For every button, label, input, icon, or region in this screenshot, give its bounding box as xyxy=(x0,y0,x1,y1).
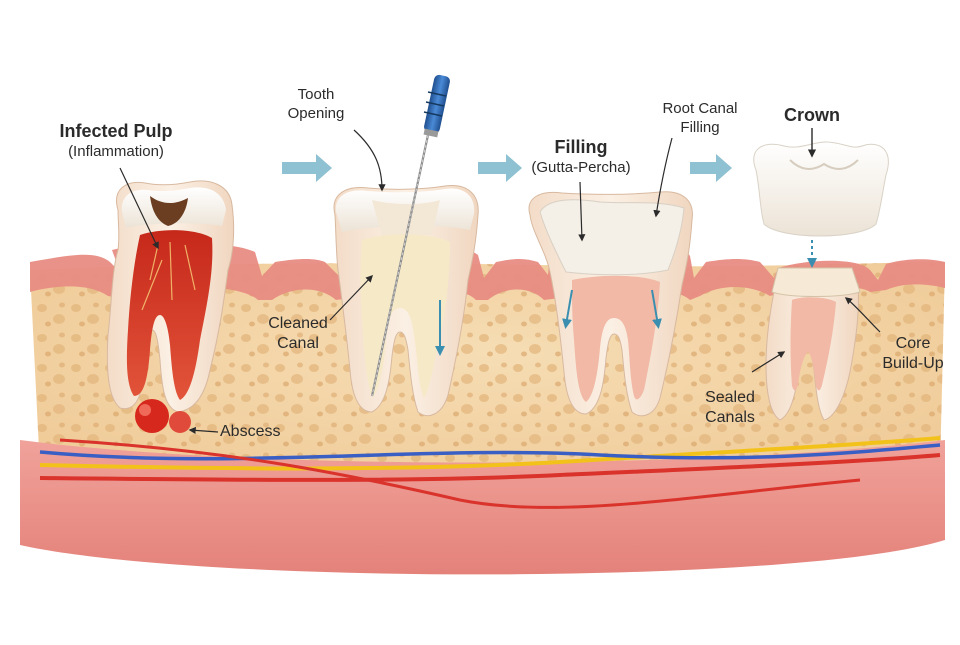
vein-blue xyxy=(39,443,941,461)
endodontic-file-icon xyxy=(370,74,450,397)
core-buildup xyxy=(771,267,861,297)
tooth-cleaned xyxy=(333,185,479,417)
infected-pulp-label: Infected Pulp (Inflammation) xyxy=(36,120,196,161)
progress-arrow-icon xyxy=(690,154,732,182)
crown-label: Crown xyxy=(772,104,852,127)
tooth-filling xyxy=(528,191,693,417)
cleaned-canal xyxy=(360,234,450,398)
abscess-text: Abscess xyxy=(220,423,281,440)
tooth-opening-line1: Tooth xyxy=(297,86,335,103)
progress-arrow-icon xyxy=(282,154,332,182)
cleaned-canal-line2: Canal xyxy=(277,335,319,352)
abscess-label: Abscess xyxy=(220,422,280,442)
leader-abscess xyxy=(188,426,219,435)
leader-filling xyxy=(578,181,586,242)
tooth-opening-label: Tooth Opening xyxy=(276,86,356,124)
infected-pulp-title: Infected Pulp xyxy=(59,121,173,141)
root-canal-filling-label: Root Canal Filling xyxy=(650,100,750,138)
sealed-canals-label: Sealed Canals xyxy=(690,388,770,428)
cleaned-canal-line1: Cleaned xyxy=(268,315,328,332)
progress-arrow-icon xyxy=(478,154,522,182)
core-buildup-line2: Build-Up xyxy=(882,355,944,372)
nerve-yellow xyxy=(39,436,941,471)
leader-cleaned-canal xyxy=(329,274,373,321)
sealed-canals-line2: Canals xyxy=(705,409,755,426)
access-opening xyxy=(372,200,440,236)
crown-title: Crown xyxy=(784,105,840,125)
temporary-filling xyxy=(539,199,685,276)
root-canal-filling-line1: Root Canal xyxy=(662,100,738,117)
decay-cavity xyxy=(150,196,188,226)
leader-infected-pulp xyxy=(119,167,159,250)
core-buildup-label: Core Build-Up xyxy=(870,334,956,374)
bone-pores xyxy=(30,262,945,493)
lower-gum-tissue xyxy=(20,440,945,575)
flow-arrow-filling-left xyxy=(562,289,573,329)
filling-title: Filling xyxy=(554,137,608,157)
core-buildup-line1: Core xyxy=(895,335,931,352)
root-canal-filling-line2: Filling xyxy=(680,118,720,136)
filling-subtitle: (Gutta-Percha) xyxy=(531,158,631,176)
tooth-opening-line2: Opening xyxy=(287,104,345,122)
flow-arrow-filling-right xyxy=(651,289,662,329)
tooth-infected xyxy=(106,180,235,413)
leader-sealed-canals xyxy=(751,351,786,373)
artery-red xyxy=(39,453,941,482)
sealed-canals xyxy=(790,297,836,391)
leader-root-canal-filling xyxy=(653,137,673,218)
gutta-percha-canal xyxy=(572,275,660,402)
leader-tooth-opening xyxy=(353,129,386,192)
infected-pulp-subtitle: (Inflammation) xyxy=(68,142,164,160)
upper-gum-tissue xyxy=(30,242,945,300)
crown xyxy=(753,141,889,237)
artery-red-2 xyxy=(59,438,861,509)
abscess xyxy=(135,399,191,433)
filling-label: Filling (Gutta-Percha) xyxy=(516,136,646,177)
sealed-canals-line1: Sealed xyxy=(705,389,755,406)
tooth-core-buildup xyxy=(765,267,861,421)
cleaned-canal-label: Cleaned Canal xyxy=(258,314,338,354)
leader-core-buildup xyxy=(844,297,881,333)
